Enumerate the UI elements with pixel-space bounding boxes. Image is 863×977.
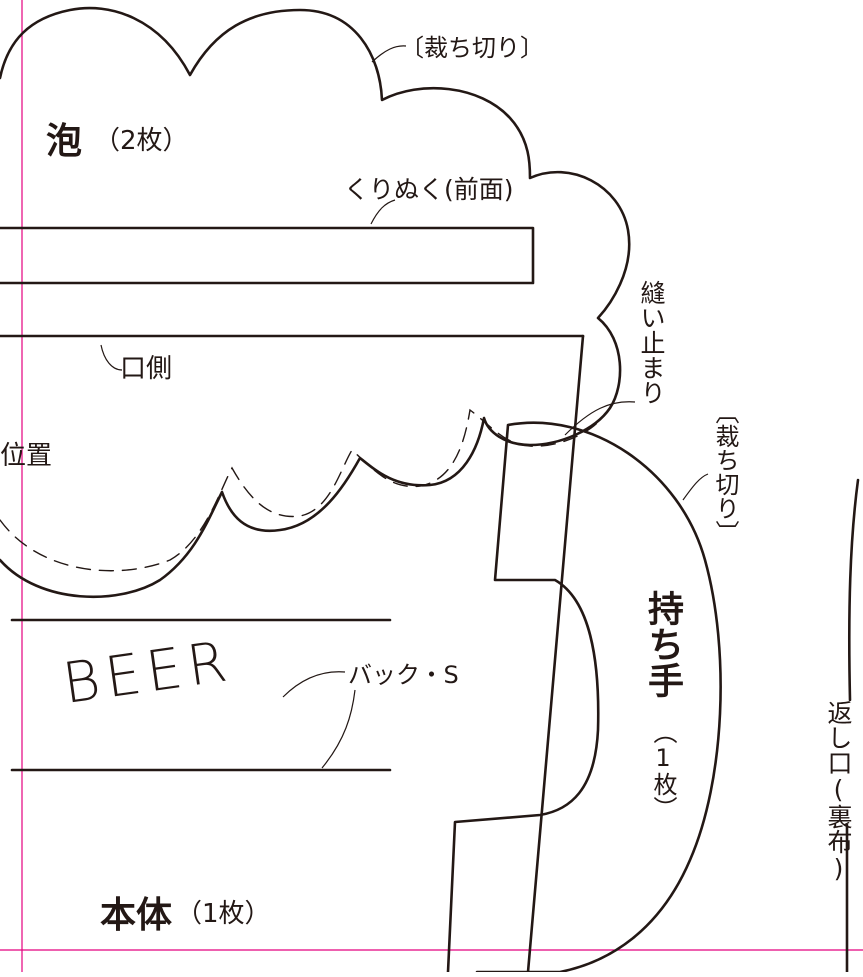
leader-mouth [100, 344, 123, 371]
stop-stitch-note: 縫い止まり [637, 280, 666, 405]
body-title: 本体 [100, 894, 173, 936]
handle-cut-note: 〔裁ち切り〕 [711, 400, 739, 544]
handle-title: 持ち手 [642, 590, 684, 698]
mouth-label: 口側 [120, 354, 173, 384]
leader-foam-cut [371, 45, 407, 63]
return-opening-label: 返し口(裏布) [824, 700, 853, 883]
foam-cut-note: 〔裁ち切り〕 [400, 34, 544, 62]
leader-beer [282, 671, 346, 698]
foam-cutout-note: くりぬく(前面) [344, 175, 514, 204]
leader-stop-stitch [564, 401, 636, 436]
foam-outline [0, 6, 631, 599]
back-stitch-note: バック・S [348, 661, 459, 689]
body-count: （1枚） [176, 899, 271, 929]
handle-count: （1枚） [649, 720, 677, 820]
foam-count: （2枚） [94, 126, 189, 156]
leader-cutout [370, 199, 396, 225]
mug-right-side [526, 334, 585, 974]
foam-stitch-line [0, 408, 601, 572]
foam-cutout-strip [0, 226, 535, 285]
return-opening-line [847, 478, 860, 702]
position-label: 位置 [0, 441, 53, 471]
leader-handle-cut [682, 473, 709, 501]
handle-outline [446, 421, 722, 974]
leader-band [321, 689, 356, 769]
foam-title: 泡 [46, 120, 83, 162]
